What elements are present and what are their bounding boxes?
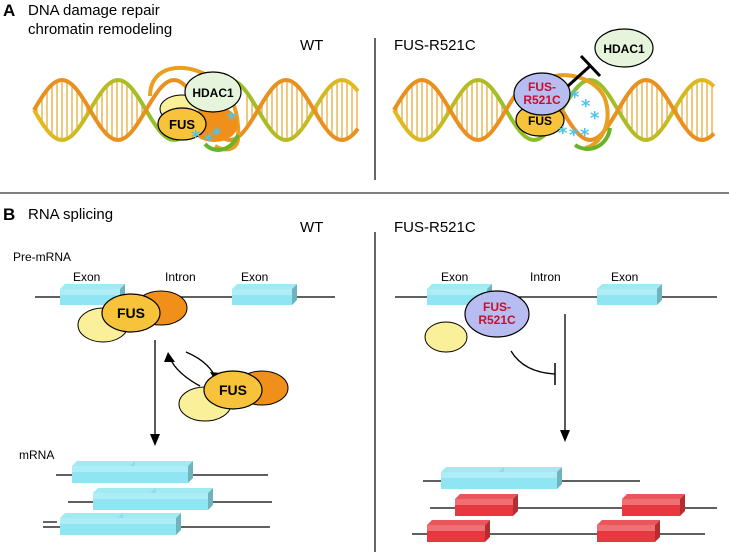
pre-mrna-label: Pre-mRNA — [13, 250, 72, 264]
wt-dna-loop-green — [203, 134, 240, 152]
wt-fus-protein-bound — [101, 293, 161, 333]
svg-text:*: * — [590, 108, 600, 129]
mutant-fus-r521c-protein — [513, 72, 571, 116]
wt-mrna-exon-3-1 — [60, 513, 123, 535]
mutant-fus-r521c-bound — [464, 290, 530, 338]
svg-text:*: * — [569, 125, 579, 146]
mutant-fus-r521c-label-line1: FUS- — [528, 80, 556, 94]
mutant-intron-label: Intron — [530, 270, 561, 284]
svg-text:*: * — [570, 87, 580, 108]
mutant-fus-r521c-bound-line2: R521C — [478, 313, 516, 327]
svg-text:*: * — [581, 96, 591, 117]
wt-mrna-exon-3-2 — [118, 513, 181, 535]
wt-chromatin-complex: HDAC1 FUS **** — [148, 66, 242, 152]
mutant-small-protein-free — [424, 321, 468, 353]
svg-text:*: * — [204, 130, 214, 151]
wt-fus-protein — [157, 107, 207, 141]
svg-text:*: * — [191, 127, 201, 148]
wt-hdac1-protein — [184, 71, 242, 113]
mutant-mrna-exon-1-1 — [441, 467, 504, 489]
mutant-splicing-arrowhead — [560, 430, 570, 442]
mutant-fus-r521c-bound-line1: FUS- — [483, 300, 511, 314]
mutant-pre-mrna-exons — [427, 284, 662, 305]
panel-a-letter: A — [3, 1, 16, 20]
mutant-exon-label-2: Exon — [611, 270, 639, 284]
svg-text:*: * — [580, 125, 590, 146]
mutant-exon-2 — [597, 284, 662, 305]
panel-a-title-line2: chromatin remodeling — [28, 21, 173, 38]
mutant-hdac1-label: HDAC1 — [603, 42, 645, 56]
wt-mrna-exon-2-1 — [93, 488, 156, 510]
wt-mrna-exon-2-2 — [150, 488, 213, 510]
mutant-mrna-exon-3-1 — [427, 520, 490, 542]
mutant-fus-label: FUS — [528, 114, 552, 128]
panel-b-title: RNA splicing — [28, 206, 114, 223]
mutant-mrna-exon-1-2 — [499, 467, 562, 489]
wt-fus-label: FUS — [169, 117, 195, 132]
wt-rebind-arrow — [169, 357, 201, 387]
mutant-exon-label-1: Exon — [441, 270, 469, 284]
mutant-mrna-exon-2-1 — [455, 494, 518, 516]
wt-fus-free-label: FUS — [219, 382, 247, 398]
wt-exon-2 — [232, 284, 297, 305]
panel-a-title-line1: DNA damage repair — [28, 2, 160, 19]
panel-b-mutant-label: FUS-R521C — [394, 219, 476, 236]
wt-hdac1-label: HDAC1 — [192, 86, 234, 100]
svg-text:*: * — [212, 124, 222, 145]
wt-damage-stars: **** — [191, 109, 237, 151]
wt-mrna-exon-1-1 — [72, 461, 135, 483]
wt-fus-protein-free — [203, 370, 263, 410]
wt-fus-bound-label: FUS — [117, 305, 145, 321]
wt-exon-label-2: Exon — [241, 270, 269, 284]
panel-a-mutant-label: FUS-R521C — [394, 37, 476, 54]
mutant-chromatin-complex: HDAC1 FUS FUS- R521C ****** — [513, 28, 654, 151]
mutant-hdac1-protein — [594, 28, 654, 68]
mutant-fus-r521c-label-line2: R521C — [523, 93, 561, 107]
mutant-damage-stars: ****** — [558, 87, 600, 146]
inhibition-bar — [579, 54, 602, 78]
mutant-mrna-products — [412, 467, 717, 542]
panel-a-wt-label: WT — [300, 37, 324, 54]
mutant-blocked-arrow — [510, 350, 556, 375]
panel-b-wt-label: WT — [300, 219, 324, 236]
svg-text:*: * — [558, 123, 568, 144]
panel-b-letter: B — [3, 205, 16, 224]
mutant-dna-loop-green — [573, 127, 612, 151]
inhibition-line — [566, 64, 592, 88]
wt-mrna-products — [43, 461, 272, 535]
wt-splicing-arrowhead — [150, 434, 160, 446]
svg-text:*: * — [227, 109, 237, 130]
mutant-mrna-exon-3-2 — [597, 520, 660, 542]
mutant-mrna-exon-2-2 — [622, 494, 685, 516]
wt-intron-label: Intron — [165, 270, 196, 284]
mrna-label: mRNA — [19, 448, 55, 462]
wt-exon-label-1: Exon — [73, 270, 101, 284]
wt-mrna-exon-1-2 — [130, 461, 193, 483]
wt-rebind-arrowhead — [164, 352, 175, 362]
